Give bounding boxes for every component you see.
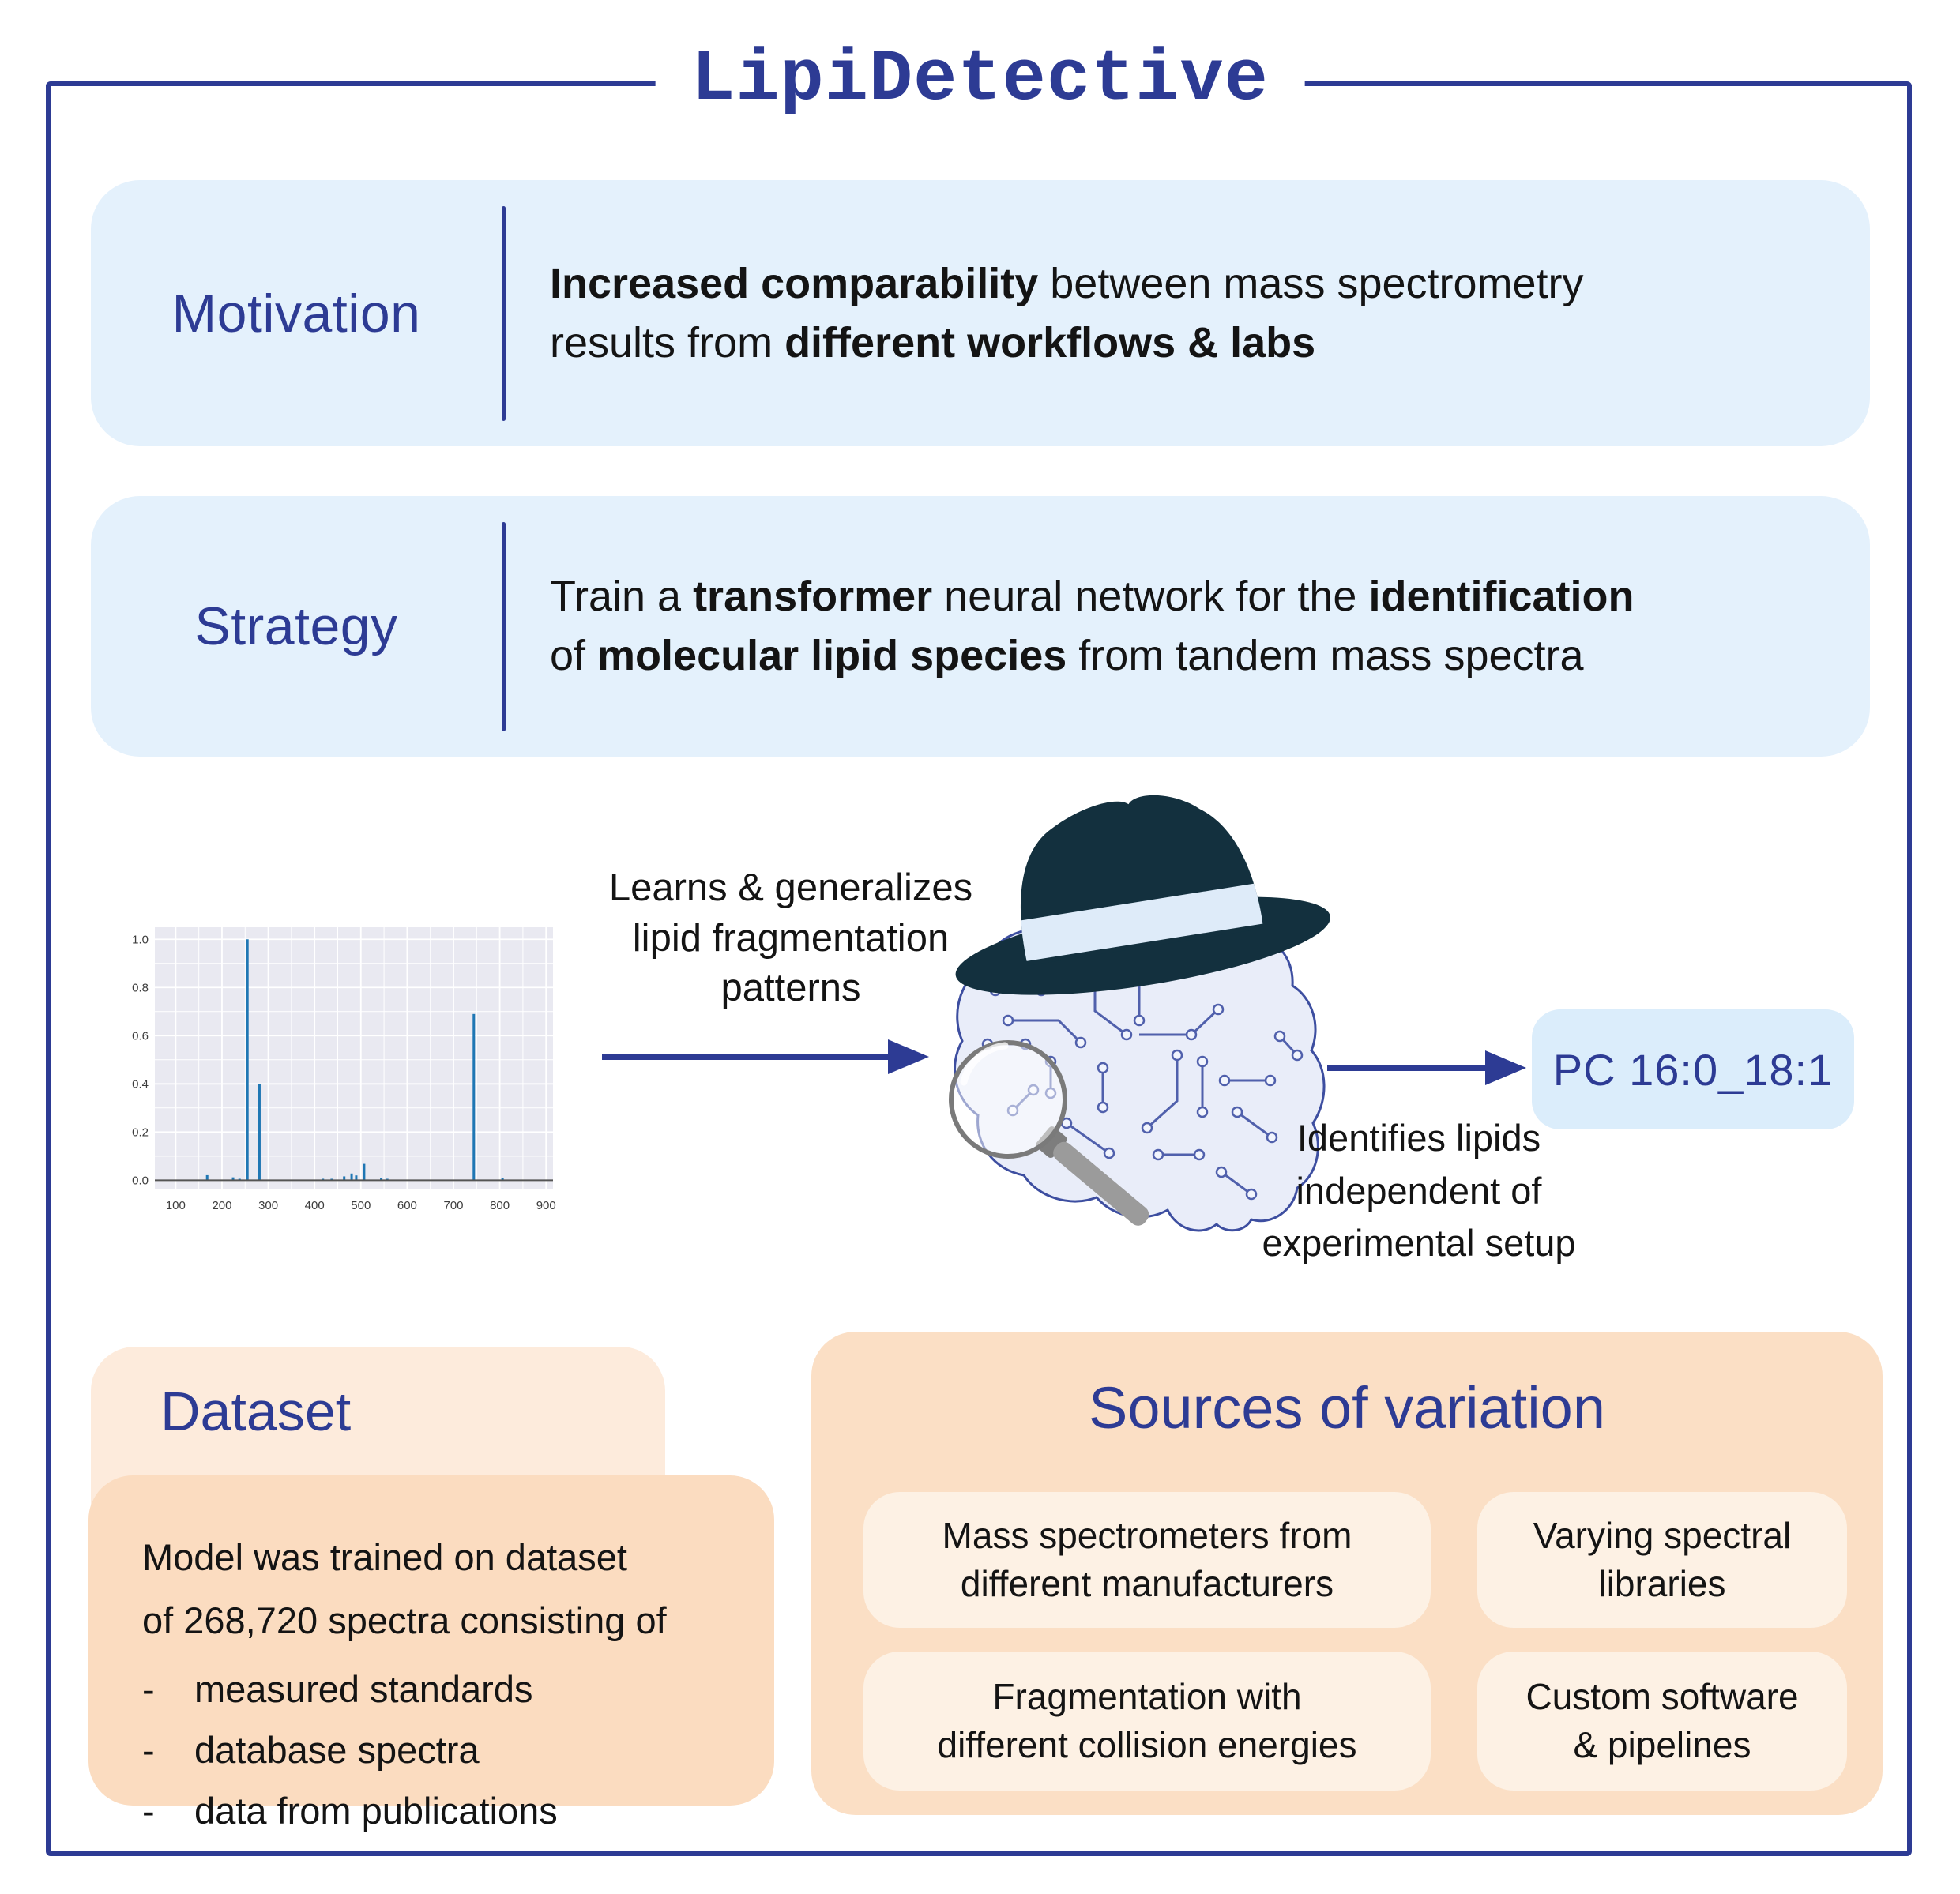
list-item: -measured standards bbox=[142, 1668, 533, 1710]
learns-caption: Learns & generalizes lipid fragmentation… bbox=[608, 866, 973, 1010]
svg-text:0.2: 0.2 bbox=[132, 1126, 149, 1139]
list-item: -database spectra bbox=[142, 1729, 480, 1771]
list-item: -data from publications bbox=[142, 1790, 558, 1832]
svg-text:900: 900 bbox=[536, 1199, 556, 1212]
source-box-mass-spectrometers: Mass spectrometers from different manufa… bbox=[863, 1492, 1431, 1628]
dataset-body-card: Model was trained on dataset of 268,720 … bbox=[88, 1475, 774, 1832]
motivation-line-1: Increased comparability between mass spe… bbox=[550, 259, 1584, 307]
svg-text:600: 600 bbox=[397, 1199, 417, 1212]
right-arrow-icon bbox=[602, 1039, 929, 1074]
dataset-intro-line-2: of 268,720 spectra consisting of bbox=[142, 1599, 667, 1641]
dataset-heading: Dataset bbox=[160, 1381, 352, 1442]
strategy-heading: Strategy bbox=[194, 596, 398, 656]
vertical-divider bbox=[502, 521, 506, 731]
svg-text:100: 100 bbox=[166, 1199, 186, 1212]
page-title: LipiDetective bbox=[655, 38, 1305, 121]
prediction-result-badge: PC 16:0_18:1 bbox=[1532, 1009, 1854, 1129]
motivation-heading: Motivation bbox=[171, 283, 421, 344]
svg-text:0.0: 0.0 bbox=[132, 1174, 149, 1187]
vertical-divider bbox=[502, 205, 506, 421]
dataset-intro-line-1: Model was trained on dataset bbox=[142, 1536, 627, 1578]
mass-spectrum-chart: 100 200 300 400 500 600 700 800 900 0.0 0.2 0.4 0.6 0… bbox=[119, 916, 561, 1220]
strategy-section: Strategy Train a transformer neural netw… bbox=[91, 496, 1870, 757]
right-arrow-icon bbox=[1327, 1050, 1526, 1085]
fedora-hat-icon bbox=[955, 795, 1330, 995]
source-box-spectral-libraries: Varying spectral libraries bbox=[1477, 1492, 1847, 1628]
svg-text:1.0: 1.0 bbox=[132, 933, 149, 946]
dataset-list: -measured standards -database spectra -d… bbox=[142, 1659, 735, 1841]
svg-text:200: 200 bbox=[212, 1199, 231, 1212]
svg-text:300: 300 bbox=[258, 1199, 278, 1212]
source-box-custom-software: Custom software & pipelines bbox=[1477, 1652, 1847, 1791]
svg-text:800: 800 bbox=[490, 1199, 510, 1212]
svg-text:700: 700 bbox=[443, 1199, 463, 1212]
motivation-line-2: results from different workflows & labs bbox=[550, 318, 1316, 366]
identifies-caption: Identifies lipids independent of experim… bbox=[1262, 1117, 1576, 1265]
svg-text:0.8: 0.8 bbox=[132, 981, 149, 994]
motivation-section: Motivation Increased comparability betwe… bbox=[91, 180, 1870, 446]
sources-heading: Sources of variation bbox=[1088, 1375, 1605, 1441]
detective-brain-illustration bbox=[940, 784, 1335, 1240]
svg-text:0.4: 0.4 bbox=[132, 1077, 149, 1091]
source-box-collision-energies: Fragmentation with different collision e… bbox=[863, 1652, 1431, 1791]
motivation-text: Increased comparability between mass spe… bbox=[506, 254, 1870, 372]
strategy-text: Train a transformer neural network for t… bbox=[506, 567, 1870, 685]
svg-text:500: 500 bbox=[351, 1199, 371, 1212]
sources-of-variation-section: Sources of variation Mass spectrometers … bbox=[811, 1332, 1883, 1815]
svg-text:400: 400 bbox=[305, 1199, 325, 1212]
strategy-line-1: Train a transformer neural network for t… bbox=[550, 573, 1635, 621]
spectrum-svg: 100 200 300 400 500 600 700 800 900 0.0 0.2 0.4 0.6 0… bbox=[132, 927, 556, 1212]
magnifying-glass-icon bbox=[949, 1040, 1149, 1226]
strategy-line-2: of molecular lipid species from tandem m… bbox=[550, 632, 1584, 679]
svg-text:0.6: 0.6 bbox=[132, 1029, 149, 1043]
